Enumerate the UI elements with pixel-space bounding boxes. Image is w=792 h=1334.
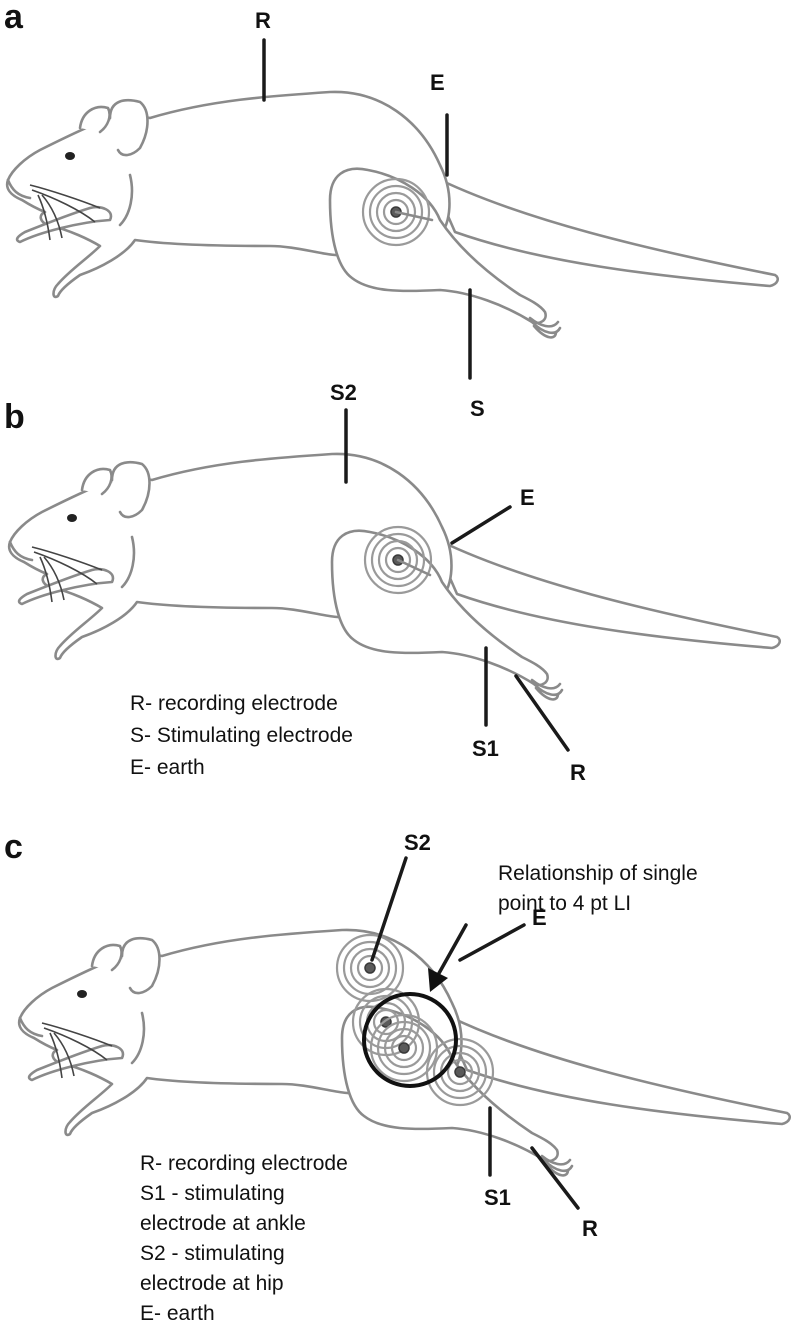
legend-c: R- recording electrode S1 - stimulating … [140, 1152, 348, 1325]
panel-b-label: b [4, 398, 25, 436]
legend-b-line-1: R- recording electrode [130, 692, 338, 715]
panel-b: b S2 E S1 R R- recording electrode S- St… [4, 380, 782, 785]
electrode-s-a-label: S [470, 396, 485, 421]
electrode-e-c [458, 923, 526, 962]
rat-illustration-b [7, 452, 782, 701]
legend-c-line-1: R- recording electrode [140, 1152, 348, 1175]
electrode-s2-b-label: S2 [330, 380, 357, 405]
electrode-r-a-label: R [255, 8, 271, 33]
electrode-s2-c-label: S2 [404, 830, 431, 855]
annotation-c: Relationship of single point to 4 pt LI [498, 862, 698, 915]
panel-a-label: a [4, 0, 24, 36]
electrode-r-b-label: R [570, 760, 586, 785]
hip-line-b [396, 558, 432, 577]
electrode-e-b-label: E [520, 485, 535, 510]
legend-b-line-3: E- earth [130, 756, 205, 779]
electrode-s1-b-label: S1 [472, 736, 499, 761]
legend-c-line-3: electrode at ankle [140, 1212, 306, 1235]
panel-a: a R E S [4, 0, 780, 421]
hip-line-a [394, 210, 434, 222]
legend-c-line-6: E- earth [140, 1302, 215, 1325]
legend-b-line-2: S- Stimulating electrode [130, 724, 353, 747]
electrode-s1-c-label: S1 [484, 1185, 511, 1210]
panel-c: c S2 E Relationship of single point to 4… [4, 828, 792, 1325]
electrode-r-c-label: R [582, 1216, 598, 1241]
annotation-c-line-1: Relationship of single [498, 862, 698, 885]
electrode-e-a-label: E [430, 70, 445, 95]
panel-c-label: c [4, 828, 23, 866]
legend-c-line-4: S2 - stimulating [140, 1242, 285, 1265]
annotation-c-line-2: point to 4 pt LI [498, 892, 631, 915]
legend-c-line-5: electrode at hip [140, 1272, 284, 1295]
electrode-e-b [450, 505, 512, 545]
li-circle [362, 992, 458, 1088]
electrode-r-b [514, 674, 570, 752]
electrode-s2-c [370, 856, 408, 962]
electrode-r-c [530, 1146, 580, 1210]
electrode-e-c-label: E [532, 905, 547, 930]
legend-b: R- recording electrode S- Stimulating el… [130, 692, 353, 779]
annotation-arrow-line [436, 923, 468, 977]
legend-c-line-2: S1 - stimulating [140, 1182, 285, 1205]
annotation-arrow-head [428, 968, 448, 992]
